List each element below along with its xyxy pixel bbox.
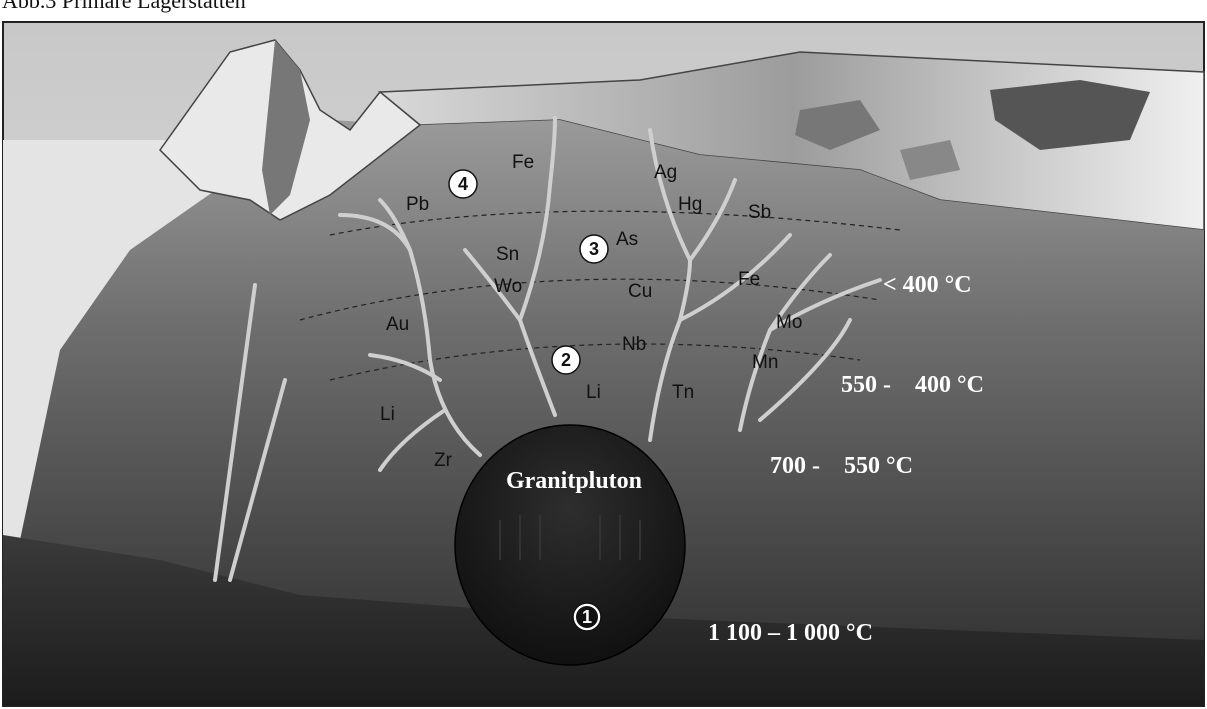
element-label: Zr <box>434 450 453 471</box>
element-label: Tn <box>672 382 694 403</box>
element-label: Li <box>380 404 395 425</box>
temperature-label-zone-4: < 400 °C <box>883 272 972 298</box>
element-label: Cu <box>628 281 652 302</box>
zone-number: 1 <box>582 607 592 627</box>
element-label: As <box>616 229 638 250</box>
zone-number: 2 <box>561 350 571 370</box>
element-label: Mn <box>752 352 778 373</box>
element-label: Wo <box>494 276 522 297</box>
element-label: Fe <box>512 152 534 173</box>
element-label: Hg <box>678 194 702 215</box>
zone-number: 4 <box>458 174 468 194</box>
element-label: Pb <box>406 194 429 215</box>
temperature-label-zone-3: 550 - 400 °C <box>841 372 984 398</box>
element-label: Sb <box>748 202 771 223</box>
zone-marker-4: 4 <box>449 170 477 198</box>
element-label: Au <box>386 314 409 335</box>
zone-marker-2: 2 <box>552 346 580 374</box>
pluton-label: Granitpluton <box>506 468 642 494</box>
element-label: Fe <box>738 269 760 290</box>
zone-marker-3: 3 <box>580 235 608 263</box>
element-label: Mo <box>776 312 802 333</box>
element-label: Li <box>586 382 601 403</box>
element-label: Ag <box>654 162 677 183</box>
element-label: Nb <box>622 334 646 355</box>
temperature-label-zone-2: 700 - 550 °C <box>770 453 913 479</box>
zone-number: 3 <box>589 239 599 259</box>
temperature-label-zone-1: 1 100 – 1 000 °C <box>708 620 873 646</box>
zone-marker-1: 1 <box>573 603 601 631</box>
granite-pluton <box>455 425 685 665</box>
element-label: Sn <box>496 244 519 265</box>
